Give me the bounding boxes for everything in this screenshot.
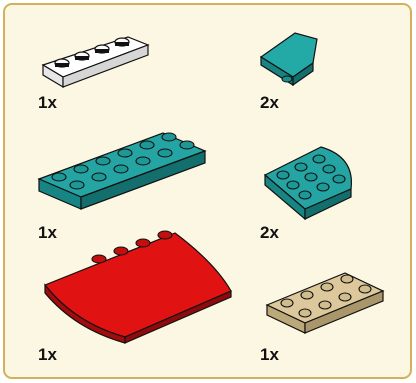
red-curved-slope-image bbox=[35, 223, 255, 345]
teal-wedge-quantity: 2x bbox=[260, 94, 279, 111]
teal-round-corner-quantity: 2x bbox=[260, 224, 279, 241]
white-1x4-plate-image bbox=[33, 25, 163, 95]
teal-2x6-plate-image bbox=[33, 123, 213, 218]
red-slope-quantity: 1x bbox=[38, 346, 57, 363]
tan-plate-quantity: 1x bbox=[260, 346, 279, 363]
parts-list-panel: 1x 2x 1x 2x bbox=[3, 3, 412, 379]
white-plate-quantity: 1x bbox=[38, 94, 57, 111]
teal-wedge-plate-image bbox=[255, 25, 335, 95]
teal-round-corner-plate-image bbox=[259, 135, 369, 220]
tan-2x4-plate-image bbox=[261, 263, 391, 343]
